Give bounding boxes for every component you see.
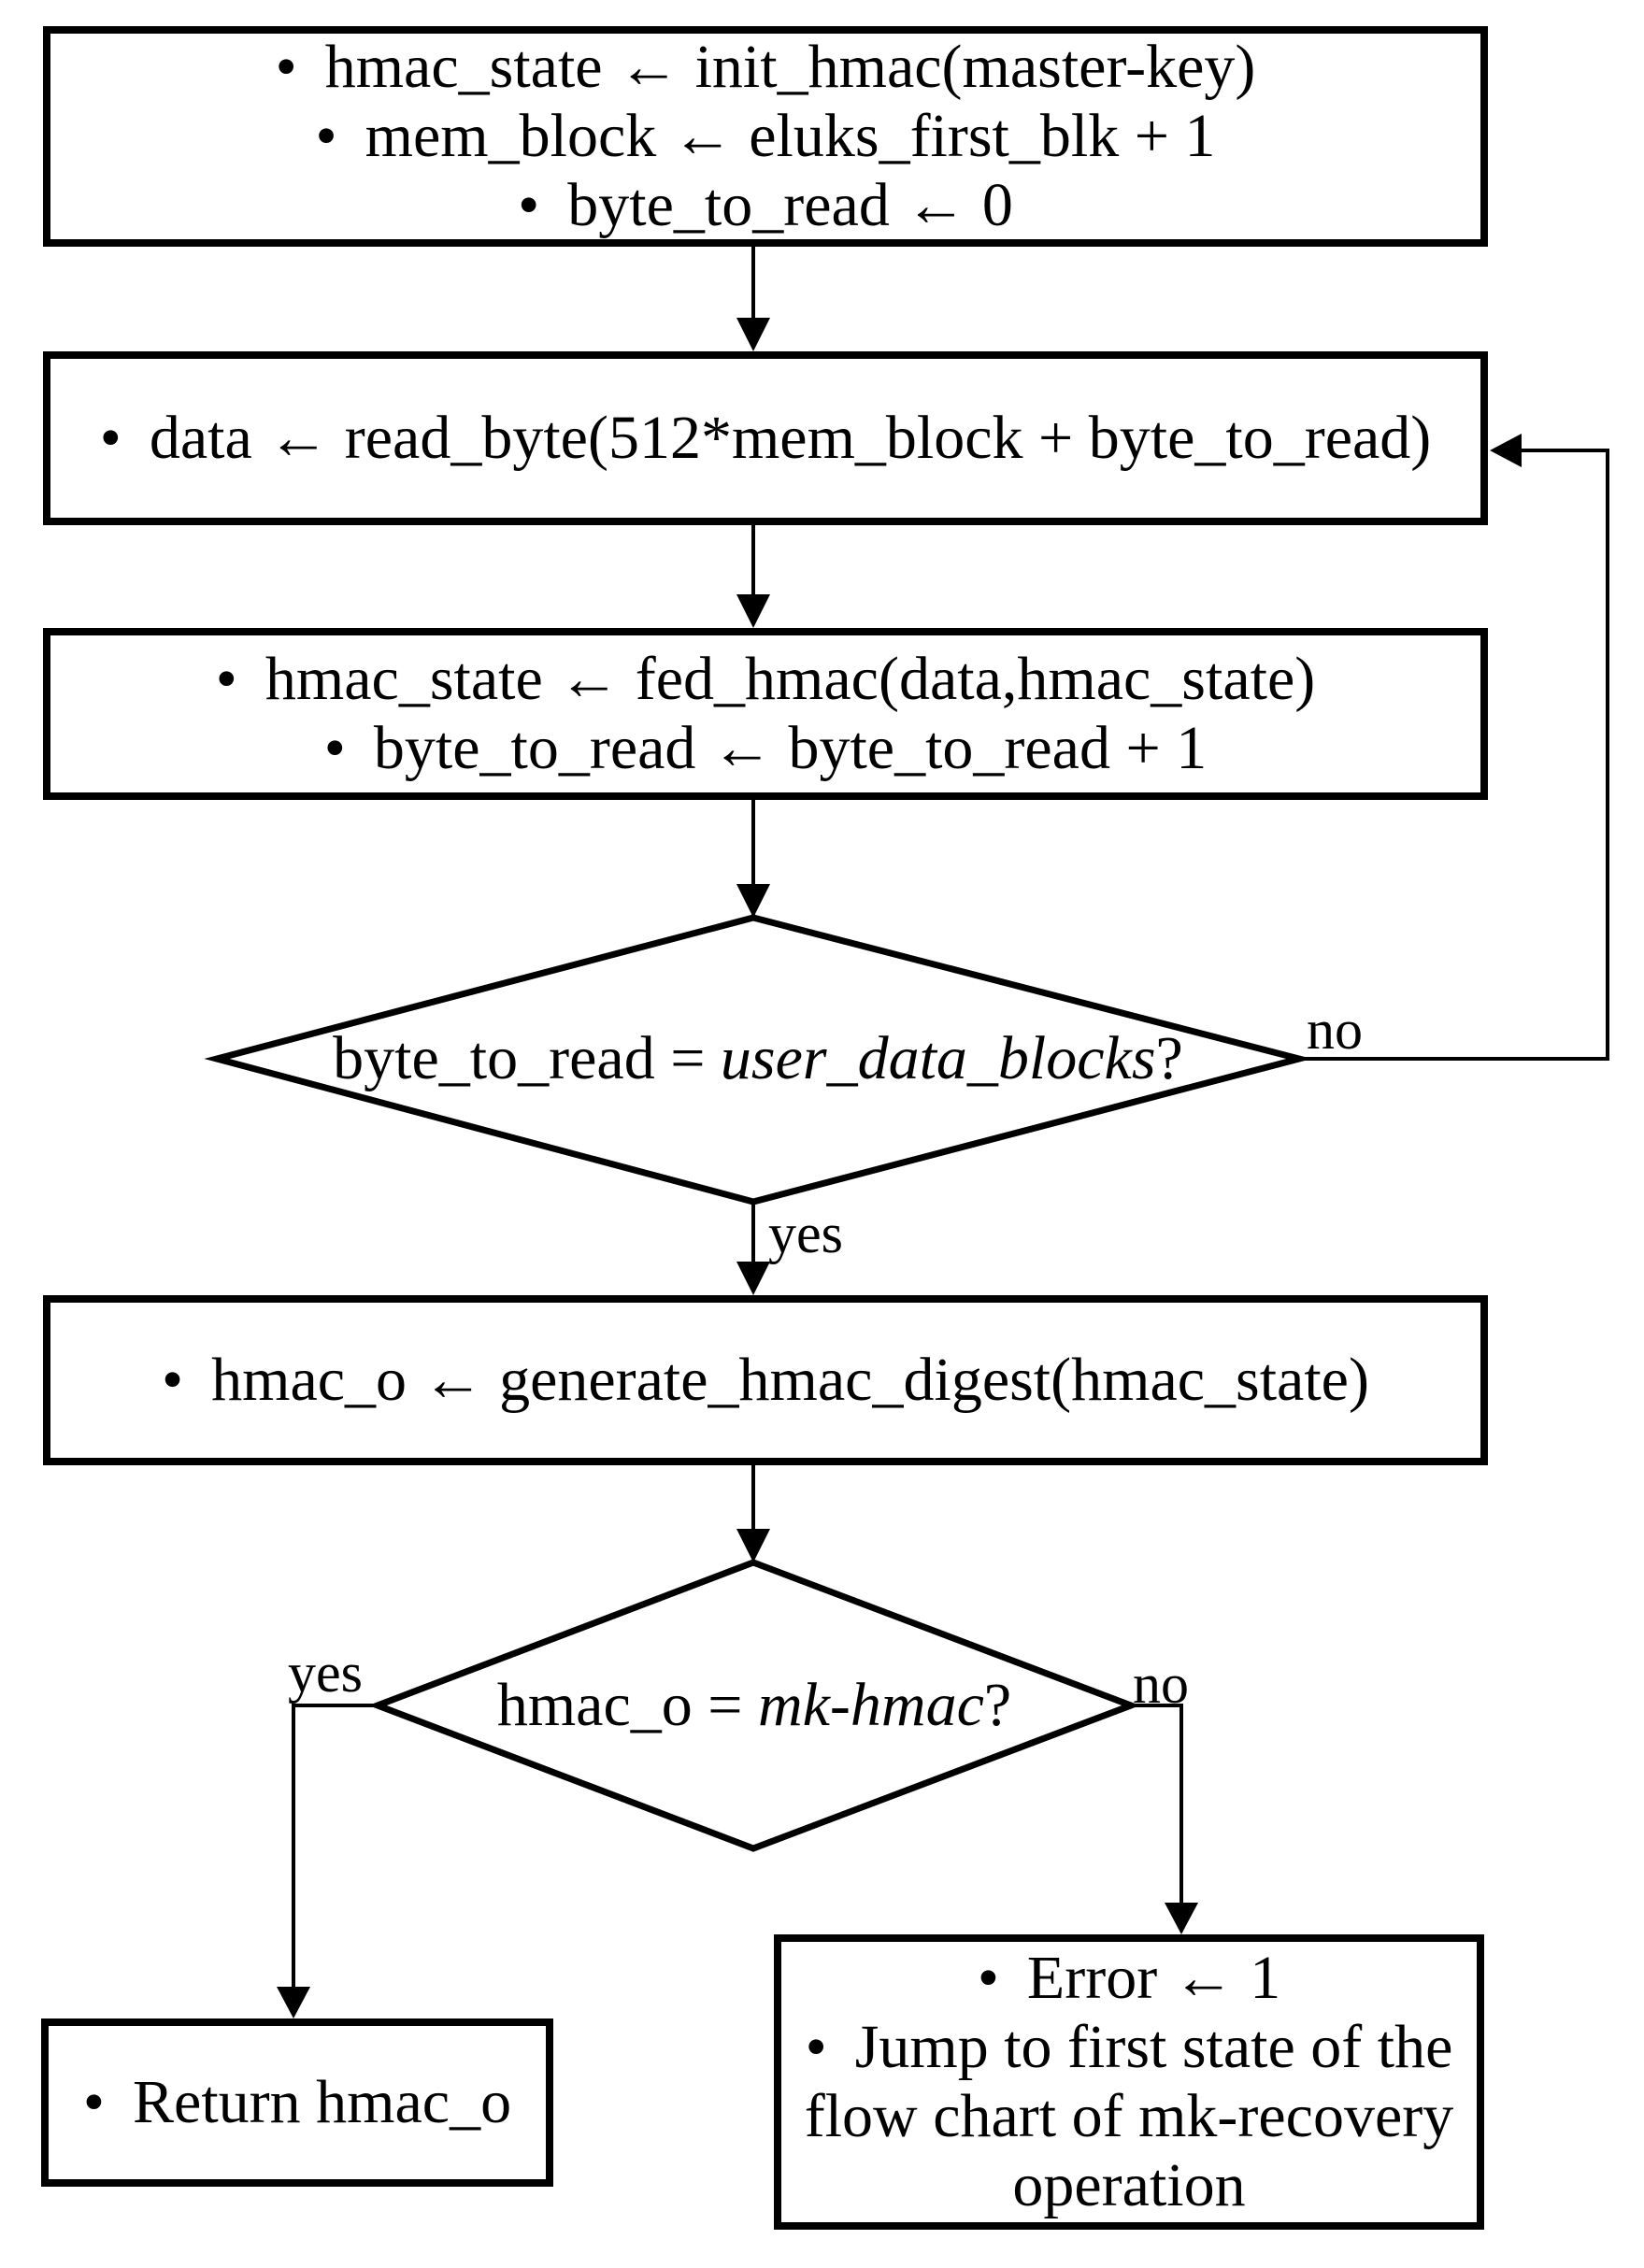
assign-lhs: byte_to_read — [373, 714, 696, 782]
return-box: • Return hmac_o — [41, 2018, 553, 2187]
bullet-glyph: • — [323, 714, 346, 782]
arrowhead-decision2-yes — [277, 1987, 310, 2018]
assign-rhs: 0 — [981, 171, 1013, 239]
init-line-1: • hmac_state ← init_hmac(master-key) — [276, 33, 1256, 102]
assign-arrow-icon: ← — [671, 102, 734, 170]
arrow-decision2-yes-to-return — [292, 1704, 378, 2009]
assign-rhs: byte_to_read + 1 — [788, 714, 1208, 782]
decision-2-condition: hmac_o = mk-hmac? — [378, 1671, 1131, 1740]
assign-arrow-icon: ← — [1172, 1944, 1235, 2012]
assign-arrow-icon: ← — [905, 171, 967, 239]
assign-rhs: 1 — [1250, 1944, 1281, 2012]
assign-lhs: hmac_state — [264, 645, 543, 713]
arrowhead-box4-to-decision2 — [736, 1529, 770, 1562]
assign-lhs: hmac_o — [211, 1346, 407, 1414]
assign-rhs: fed_hmac(data,hmac_state) — [635, 645, 1316, 713]
arrowhead-loop-to-box2 — [1490, 434, 1522, 467]
bullet-glyph: • — [518, 171, 540, 239]
assign-arrow-icon: ← — [422, 1346, 484, 1414]
arrowhead-box1-to-box2 — [736, 318, 770, 351]
error-line-1: • Error ← 1 — [978, 1944, 1280, 2013]
assign-rhs: eluks_first_blk + 1 — [749, 102, 1216, 170]
bullet-glyph: • — [215, 645, 237, 713]
bullet-glyph: • — [805, 2013, 827, 2081]
condition-prefix: hmac_o = — [496, 1671, 758, 1739]
loop-no-to-box2 — [1299, 449, 1609, 1061]
feed-hmac-line-2: • byte_to_read ← byte_to_read + 1 — [324, 714, 1207, 783]
arrowhead-box2-to-box3 — [736, 594, 770, 628]
decision-1-yes-label: yes — [768, 1203, 843, 1264]
condition-suffix: ? — [1155, 1024, 1183, 1092]
error-line-3: flow chart of mk-recovery — [804, 2082, 1454, 2150]
assign-rhs: init_hmac(master-key) — [694, 33, 1256, 101]
generate-digest-box: • hmac_o ← generate_hmac_digest(hmac_stat… — [43, 1295, 1488, 1465]
condition-suffix: ? — [983, 1671, 1012, 1739]
assign-lhs: mem_block — [365, 102, 657, 170]
bullet-glyph: • — [99, 404, 122, 472]
return-line: • Return hmac_o — [83, 2068, 511, 2137]
arrowhead-box3-to-decision1 — [736, 884, 770, 918]
return-text: Return hmac_o — [133, 2068, 512, 2136]
generate-digest-line: • hmac_o ← generate_hmac_digest(hmac_stat… — [162, 1346, 1369, 1415]
error-jump-text: Jump to first state of the — [854, 2013, 1453, 2081]
assign-lhs: Error — [1026, 1944, 1158, 2012]
bullet-glyph: • — [162, 1346, 184, 1414]
decision-2-yes-label: yes — [288, 1642, 363, 1704]
read-byte-box: • data ← read_byte(512*mem_block + byte_t… — [43, 351, 1488, 525]
init-box: •hmac_state ← init_hmac(master-key) •mem… — [43, 26, 1488, 247]
assign-lhs: byte_to_read — [567, 171, 890, 239]
feed-hmac-box: •hmac_state ← fed_hmac(data,hmac_state) … — [43, 628, 1488, 800]
feed-hmac-line-1: • hmac_state ← fed_hmac(data,hmac_state) — [216, 645, 1315, 714]
assign-lhs: hmac_state — [324, 33, 603, 101]
decision-diamond-1 — [204, 914, 1312, 1205]
arrowhead-decision2-no — [1165, 1903, 1198, 1934]
condition-prefix: byte_to_read = — [333, 1024, 721, 1092]
decision-1-condition: byte_to_read = user_data_blocks? — [217, 1024, 1299, 1093]
bullet-glyph: • — [977, 1944, 999, 2012]
error-line-2: • Jump to first state of the — [806, 2013, 1453, 2082]
read-byte-line: • data ← read_byte(512*mem_block + byte_t… — [100, 404, 1432, 473]
assign-arrow-icon: ← — [267, 404, 330, 472]
decision-1-no-label: no — [1307, 999, 1363, 1061]
error-line-4: operation — [1012, 2151, 1246, 2219]
assign-lhs: data — [149, 404, 252, 472]
error-box: •Error ← 1 •Jump to first state of the f… — [774, 1934, 1484, 2230]
assign-arrow-icon: ← — [618, 33, 680, 101]
bullet-glyph: • — [315, 102, 337, 170]
decision-diamond-2 — [368, 1559, 1140, 1852]
bullet-glyph: • — [275, 33, 297, 101]
assign-rhs: generate_hmac_digest(hmac_state) — [499, 1346, 1369, 1414]
bullet-glyph: • — [82, 2068, 106, 2136]
condition-italic-term: user_data_blocks — [720, 1024, 1156, 1092]
arrow-decision2-no-to-error — [1131, 1704, 1183, 1925]
init-line-2: • mem_block ← eluks_first_blk + 1 — [316, 102, 1216, 171]
assign-rhs: read_byte(512*mem_block + byte_to_read) — [344, 404, 1432, 472]
assign-arrow-icon: ← — [710, 714, 773, 782]
decision-2-no-label: no — [1133, 1653, 1189, 1715]
assign-arrow-icon: ← — [558, 645, 621, 713]
condition-italic-term: mk-hmac — [757, 1671, 984, 1739]
init-line-3: • byte_to_read ← 0 — [518, 171, 1013, 240]
arrowhead-decision1-to-box4 — [736, 1262, 770, 1295]
